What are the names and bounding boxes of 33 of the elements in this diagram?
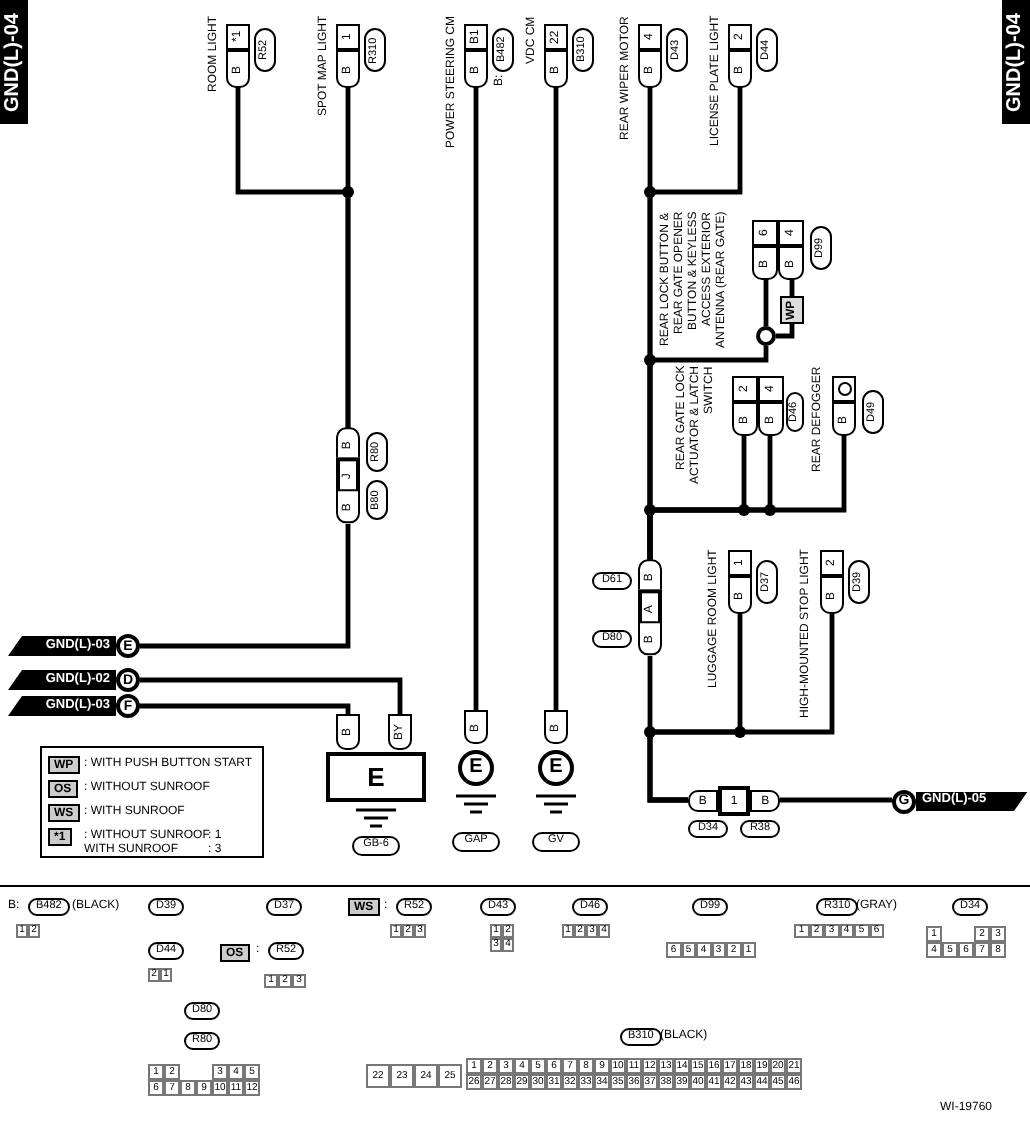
wire <box>140 703 351 714</box>
wire <box>553 88 559 710</box>
joint-connector <box>688 790 780 812</box>
wire <box>780 797 892 803</box>
wire <box>763 280 769 326</box>
wire <box>776 324 795 339</box>
ground-terminal-block: E <box>326 752 426 802</box>
wire <box>140 524 351 649</box>
off-page-connector <box>892 788 1028 814</box>
wire <box>647 436 847 560</box>
connector <box>728 550 752 614</box>
joint-connector <box>336 428 360 524</box>
connector <box>752 220 804 280</box>
page-tab: GND(L)-04 <box>0 0 28 124</box>
wire <box>473 88 479 710</box>
joint-connector <box>638 560 662 656</box>
off-page-connector <box>8 634 140 658</box>
ground-terminal <box>326 714 426 830</box>
connector <box>464 24 488 88</box>
connector <box>226 24 250 88</box>
off-page-connector <box>8 694 140 718</box>
connector <box>728 24 752 88</box>
page-tab: GND(L)-04 <box>1002 0 1030 124</box>
connector <box>820 550 844 614</box>
connector <box>732 376 784 436</box>
wire <box>140 677 403 714</box>
connector <box>336 24 360 88</box>
connector <box>832 376 856 436</box>
wire <box>345 88 351 428</box>
connector <box>638 24 662 88</box>
off-page-connector <box>8 668 140 692</box>
wire <box>647 614 835 803</box>
connector <box>544 24 568 88</box>
